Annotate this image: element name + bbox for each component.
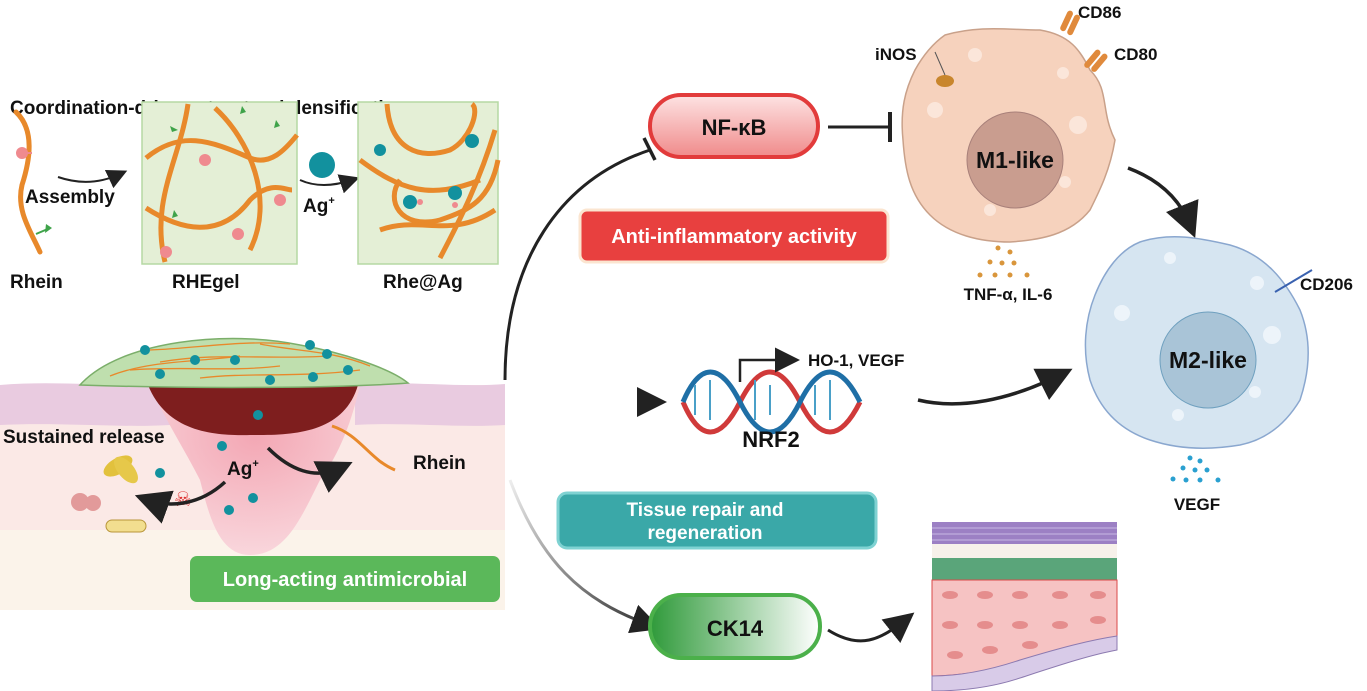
wound-ag-plus-label: Ag+ [227,458,259,480]
sustained-release-label: Sustained release [3,427,165,448]
ag-plus-label: Ag+ [303,195,335,217]
anti-inflammatory-badge: Anti-inflammatory activity [578,208,890,264]
rhe-ag-network-icon [357,101,501,265]
stage-label-rhegel: RHEgel [172,272,240,293]
cd206-label: CD206 [1300,275,1353,294]
assembly-label: Assembly [25,187,115,208]
m1-to-m2-arrow-icon [1127,166,1199,238]
inos-label: iNOS [875,45,917,64]
svg-text:NF-κB: NF-κB [702,115,767,140]
inhibition-arc-icon [503,148,651,381]
m2-label: M2-like [1169,347,1247,373]
nrf2-targets-label: HO-1, VEGF [808,351,904,370]
regeneration-arrow-icon [827,612,915,643]
svg-text:CK14: CK14 [707,616,764,641]
regenerated-skin-tissue-icon [931,522,1118,691]
svg-text:Long-acting antimicrobial: Long-acting antimicrobial [223,569,467,591]
rhegel-network-icon [141,101,299,265]
kill-arrow-icon [134,480,227,524]
transcription-arrow-icon [738,347,800,382]
rhein-fiber-icon [13,109,52,255]
stage-label-rhein: Rhein [10,272,63,293]
inhibition-bar-icon [642,137,657,161]
m1-label: M1-like [976,147,1054,173]
assembly-arrow-icon [57,170,128,189]
svg-text:regeneration: regeneration [647,523,762,544]
cytokines-label: TNF-α, IL-6 [964,285,1053,304]
skull-icon: ☠ [174,489,192,511]
cd80-label: CD80 [1114,45,1157,64]
ck14-node: CK14 [648,593,822,660]
rhein-molecule-icon [331,424,396,472]
cd86-label: CD86 [1078,3,1121,22]
nfkb-node: NF-κB [648,93,820,159]
wound-rhein-label: Rhein [413,453,466,474]
svg-text:Anti-inflammatory activity: Anti-inflammatory activity [611,226,857,248]
dna-helix-icon [680,369,863,435]
ag-ion-icon [309,152,335,178]
vegf-label: VEGF [1174,495,1220,514]
ck14-arrow-icon [508,479,662,634]
rhein-release-arrow-icon [266,446,353,493]
stage-label-rhe-ag: Rhe@Ag [383,272,463,293]
m2-polarization-arrow-icon [917,368,1073,406]
coordination-arrow-icon [299,174,360,194]
tissue-repair-badge: Tissue repair and regeneration [556,491,878,550]
m2-macrophage-icon [1084,235,1313,483]
svg-text:Tissue repair and: Tissue repair and [627,500,784,521]
nrf2-label: NRF2 [742,427,799,452]
long-acting-antimicrobial-badge: Long-acting antimicrobial [190,556,500,602]
m1-macrophage-icon [901,10,1116,278]
